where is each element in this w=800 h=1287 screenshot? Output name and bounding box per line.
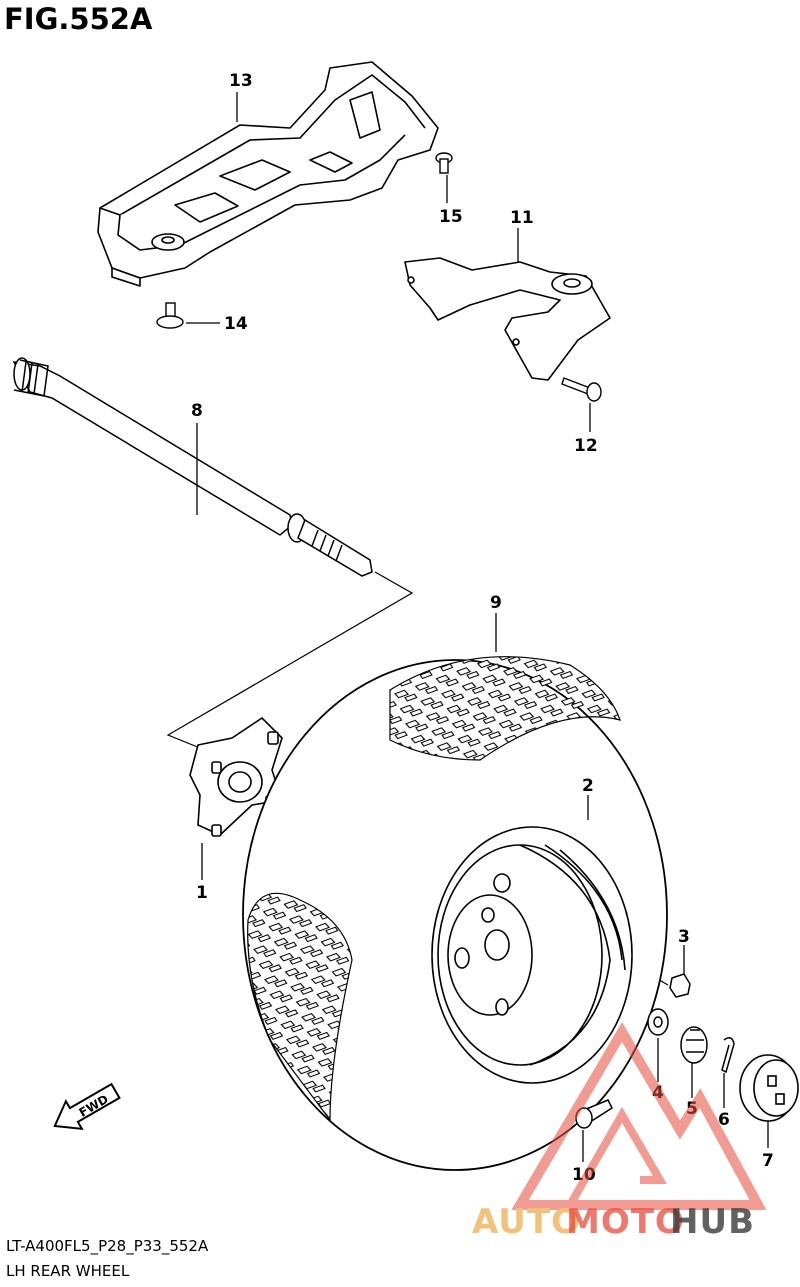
footer-diagram-name: LH REAR WHEEL [6,1262,130,1280]
footer-diagram-code: LT-A400FL5_P28_P33_552A [6,1237,209,1255]
callout-leaders [186,92,769,1162]
nut-part-3 [669,973,691,998]
callout-3: 3 [678,927,690,947]
watermark-text: AUTO MOTO HUB [472,1202,755,1242]
bolt-part-14 [156,302,184,329]
callout-11: 11 [510,208,534,228]
callout-6: 6 [718,1110,730,1130]
callout-labels: 13 15 11 14 8 12 9 2 1 3 4 5 6 7 10 [191,71,774,1185]
watermark-logo [511,1022,767,1210]
callout-8: 8 [191,401,203,421]
callout-7: 7 [762,1151,774,1171]
watermark-auto: AUTO [472,1202,581,1242]
watermark-moto: MOTO [566,1202,685,1242]
callout-9: 9 [490,593,502,613]
skid-plate-part-13 [97,61,439,287]
figure-title: FIG.552A [4,2,153,36]
bolt-part-12 [561,377,602,402]
callout-12: 12 [574,436,598,456]
callout-13: 13 [229,71,253,91]
washer-part-4 [647,1008,669,1036]
fwd-direction-badge: FWD [53,1082,121,1131]
axle-shaft-part-8 [12,357,373,577]
callout-2: 2 [582,776,594,796]
castle-nut-part-5 [680,1026,708,1064]
watermark-hub: HUB [670,1202,755,1242]
bracket-part-11 [404,257,611,381]
hub-part-1 [189,716,284,837]
callout-1: 1 [196,883,208,903]
callout-15: 15 [439,207,463,227]
cap-part-7 [739,1054,799,1122]
bolt-part-15 [435,152,453,174]
cotter-pin-part-6 [721,1037,735,1074]
callout-14: 14 [224,314,248,334]
wheel-rim-part-2 [431,826,633,1084]
